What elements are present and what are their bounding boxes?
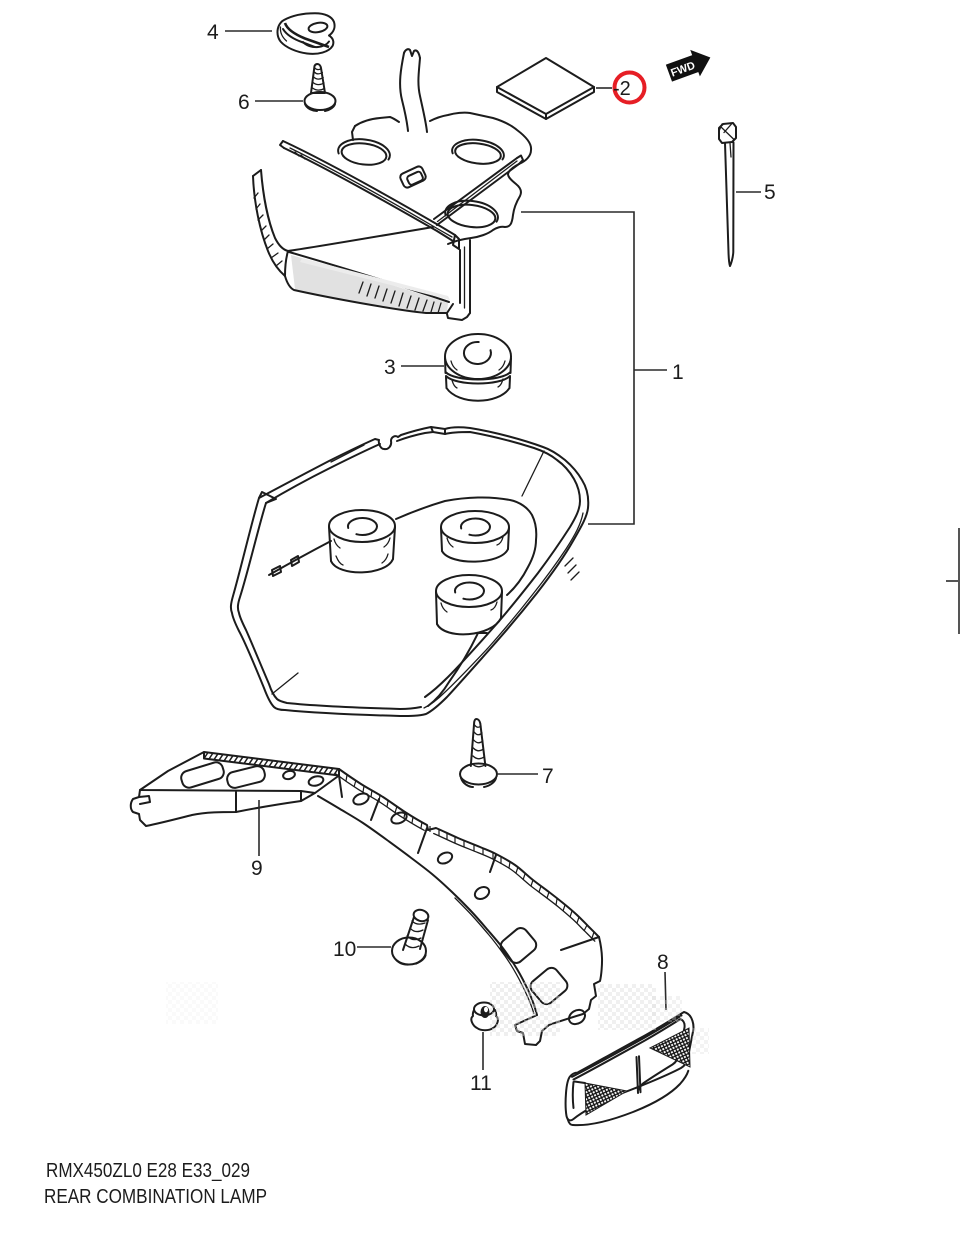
- svg-text:9: 9: [251, 857, 263, 880]
- svg-text:-2: -2: [613, 78, 631, 100]
- svg-text:11: 11: [470, 1072, 492, 1095]
- svg-text:1: 1: [672, 361, 684, 384]
- svg-text:RMX450ZL0 E28 E33_029: RMX450ZL0 E28 E33_029: [46, 1159, 250, 1182]
- svg-text:6: 6: [238, 91, 250, 114]
- svg-text:4: 4: [207, 21, 219, 44]
- svg-text:5: 5: [764, 181, 776, 204]
- svg-text:REAR COMBINATION LAMP: REAR COMBINATION LAMP: [44, 1185, 267, 1208]
- svg-text:7: 7: [542, 765, 554, 788]
- svg-text:8: 8: [657, 951, 669, 974]
- svg-text:3: 3: [384, 356, 396, 379]
- svg-text:10: 10: [333, 938, 356, 961]
